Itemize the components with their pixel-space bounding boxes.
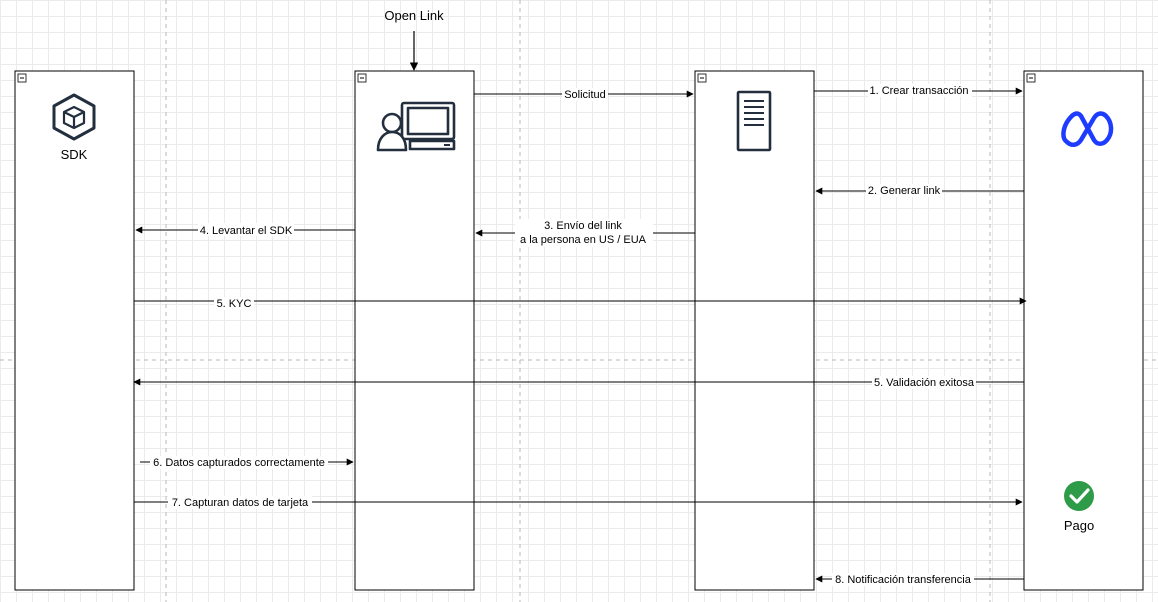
- msg-label: 5. KYC: [217, 298, 252, 310]
- user-computer-icon: [376, 101, 456, 152]
- lane-sdk[interactable]: SDK: [14, 70, 135, 591]
- msg-notificacion-transferencia[interactable]: 8. Notificación transferencia: [815, 573, 1024, 586]
- msg-label: 2. Generar link: [868, 185, 941, 197]
- msg-label: 5. Validación exitosa: [874, 377, 975, 389]
- msg-validacion-exitosa[interactable]: 5. Validación exitosa: [133, 376, 1024, 389]
- check-circle-icon: [1064, 481, 1094, 511]
- msg-label: 1. Crear transacción: [869, 85, 968, 97]
- msg-label: a la persona en US / EUA: [520, 234, 647, 246]
- server-icon: [736, 90, 772, 152]
- collapse-icon[interactable]: [357, 73, 367, 83]
- pago-label: Pago: [1064, 518, 1094, 533]
- msg-label: 7. Capturan datos de tarjeta: [172, 497, 309, 509]
- msg-datos-capturados[interactable]: 6. Datos capturados correctamente: [140, 456, 354, 469]
- collapse-icon[interactable]: [1026, 73, 1036, 83]
- msg-label: 6. Datos capturados correctamente: [153, 457, 325, 469]
- msg-generar-link[interactable]: 2. Generar link: [815, 184, 1024, 197]
- lane-provider[interactable]: Pago: [1023, 70, 1144, 591]
- msg-solicitud[interactable]: Solicitud: [474, 88, 694, 101]
- brand-logo-icon: [1061, 111, 1114, 147]
- open-link-label: Open Link: [384, 8, 444, 23]
- msg-label: 4. Levantar el SDK: [200, 225, 293, 237]
- msg-envio-link[interactable]: 3. Envío del link a la persona en US / E…: [475, 219, 695, 247]
- msg-kyc[interactable]: 5. KYC: [134, 297, 1027, 310]
- msg-label: 8. Notificación transferencia: [835, 574, 972, 586]
- collapse-icon[interactable]: [697, 73, 707, 83]
- msg-capturan-tarjeta[interactable]: 7. Capturan datos de tarjeta: [134, 496, 1023, 509]
- lane-server[interactable]: [694, 70, 815, 591]
- lane-client[interactable]: [354, 70, 475, 591]
- msg-label: 3. Envío del link: [544, 220, 622, 232]
- messages: Solicitud 1. Crear transacción 2. Genera…: [133, 84, 1027, 586]
- sdk-label: SDK: [61, 147, 88, 162]
- msg-levantar-sdk[interactable]: 4. Levantar el SDK: [135, 223, 355, 237]
- cube-icon: [52, 93, 96, 141]
- msg-label: Solicitud: [564, 89, 606, 101]
- collapse-icon[interactable]: [17, 73, 27, 83]
- msg-crear-transaccion[interactable]: 1. Crear transacción: [814, 84, 1023, 97]
